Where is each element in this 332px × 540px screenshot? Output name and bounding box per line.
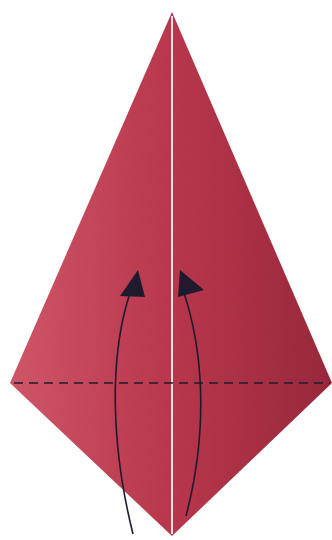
paper-right-half xyxy=(172,12,332,536)
paper-left-half xyxy=(10,12,172,536)
